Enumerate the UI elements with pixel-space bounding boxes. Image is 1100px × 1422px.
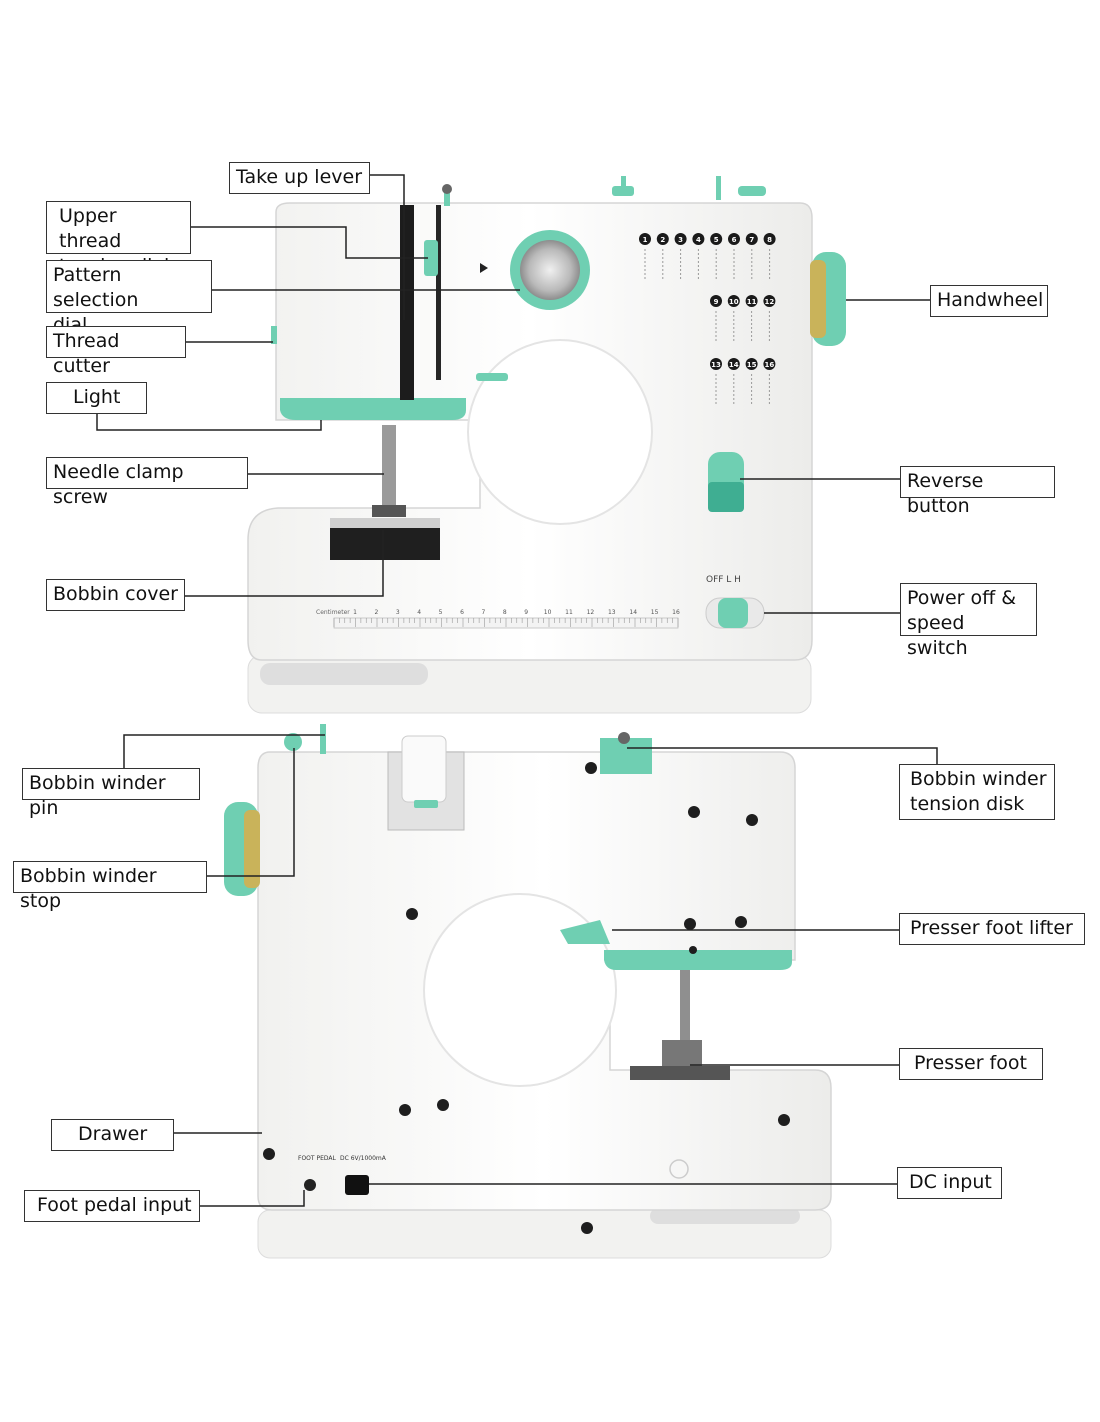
stitch-number: 12 <box>765 298 775 306</box>
stitch-number-badge <box>639 233 651 245</box>
stitch-number: 8 <box>767 236 772 244</box>
switch-markings: OFF L H <box>706 575 741 585</box>
arm-opening <box>467 339 653 525</box>
stitch-number: 3 <box>678 236 683 244</box>
ruler-number: 7 <box>481 609 485 616</box>
label-bobbin-winder-tension-disk: Bobbin winder tension disk <box>899 764 1055 820</box>
ruler-number: 6 <box>460 609 464 616</box>
stitch-number: 16 <box>765 361 775 369</box>
ruler-number: 5 <box>439 609 443 616</box>
leader-lines <box>96 174 938 1207</box>
label-dc-input: DC input <box>897 1167 1002 1199</box>
label-light: Light <box>46 382 147 414</box>
ruler-number: 13 <box>608 609 616 616</box>
stitch-number-badge <box>745 358 758 370</box>
stitch-number: 11 <box>747 298 757 306</box>
foot-pedal-tag: FOOT PEDAL <box>298 1155 336 1162</box>
screw-holes <box>263 762 790 1234</box>
label-presser-foot-lifter: Presser foot lifter <box>899 913 1085 945</box>
stitch-number: 1 <box>643 236 648 244</box>
back-arm-opening <box>423 893 617 1087</box>
stitch-number-badge <box>692 233 705 245</box>
label-pattern-selection-dial: Pattern selection dial <box>46 260 212 336</box>
label-power-speed-switch: Power off & speed switch <box>900 583 1037 659</box>
ruler-number: 14 <box>629 609 637 616</box>
label-presser-foot: Presser foot <box>899 1048 1043 1080</box>
stitch-number-badge <box>728 233 740 245</box>
label-bobbin-winder-stop: Bobbin winder stop <box>13 861 207 912</box>
ruler-label: Centimeter <box>316 609 350 616</box>
stitch-number-badge <box>763 358 776 370</box>
ruler-number: 3 <box>396 609 400 616</box>
dc-tag: DC 6V/1000mA <box>340 1155 387 1162</box>
label-bobbin-cover: Bobbin cover <box>46 579 185 611</box>
label-foot-pedal-input: Foot pedal input <box>24 1190 200 1222</box>
ruler-number: 12 <box>587 609 595 616</box>
ruler-number: 9 <box>524 609 528 616</box>
stitch-number-badge <box>763 295 776 307</box>
stitch-number-badge <box>745 295 758 307</box>
ruler-number: 2 <box>374 609 378 616</box>
back-machine: FOOT PEDAL DC 6V/1000mA <box>224 724 832 1259</box>
stitch-number-badge <box>727 358 740 370</box>
ruler-number: 10 <box>544 609 552 616</box>
ruler-number: 15 <box>651 609 659 616</box>
ruler-number: 4 <box>417 609 421 616</box>
stitch-number-badge <box>710 358 722 370</box>
ruler-number: 1 <box>353 609 357 616</box>
stitch-number-badge <box>710 295 722 307</box>
ruler-number: 11 <box>565 609 573 616</box>
stitch-number: 2 <box>660 236 665 244</box>
label-reverse-button: Reverse button <box>900 466 1055 517</box>
foot-pedal-port <box>304 1179 316 1191</box>
stitch-number-badge <box>710 233 723 245</box>
ruler-number: 8 <box>503 609 507 616</box>
label-take-up-lever: Take up lever <box>229 162 370 194</box>
stitch-number: 14 <box>729 361 739 369</box>
stitch-number-badge <box>656 233 669 245</box>
stitch-number: 10 <box>729 298 739 306</box>
stitch-number-badge <box>674 233 687 245</box>
ruler-number: 16 <box>672 609 680 616</box>
stitch-number: 4 <box>696 236 701 244</box>
stitch-number: 13 <box>711 361 721 369</box>
stitch-number: 9 <box>714 298 719 306</box>
stitch-number: 5 <box>714 236 719 244</box>
stitch-number: 6 <box>732 236 737 244</box>
label-thread-cutter: Thread cutter <box>46 326 186 377</box>
stitch-number-badge <box>763 233 776 245</box>
stitch-number: 7 <box>749 236 754 244</box>
stitch-number-badge <box>727 295 740 307</box>
label-bobbin-winder-pin: Bobbin winder pin <box>22 768 200 819</box>
label-upper-thread-tension-dial: Upper thread tension dial <box>46 201 191 277</box>
stitch-number-badge <box>745 233 758 245</box>
stitch-number: 15 <box>747 361 757 369</box>
label-drawer: Drawer <box>51 1119 174 1151</box>
label-needle-clamp-screw: Needle clamp screw <box>46 457 248 508</box>
dc-port <box>345 1175 369 1195</box>
label-handwheel: Handwheel <box>930 285 1048 317</box>
